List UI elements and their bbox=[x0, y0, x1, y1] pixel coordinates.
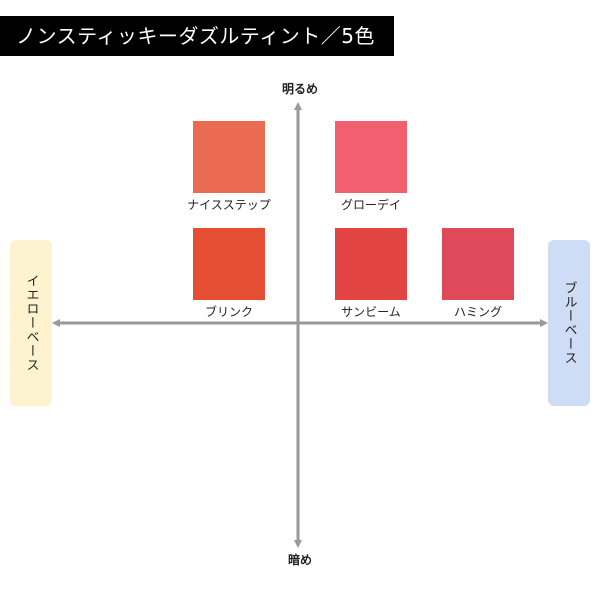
swatch-label: ハミング bbox=[453, 305, 502, 319]
swatch-label: グローデイ bbox=[340, 198, 401, 212]
swatch-label: ブリンク bbox=[204, 305, 253, 319]
swatch-glow-day bbox=[335, 121, 407, 193]
yellow-base-label: イエローベース bbox=[10, 240, 52, 406]
swatch-label: サンビーム bbox=[341, 305, 401, 319]
swatch-sunbeam bbox=[335, 228, 407, 300]
swatch-label: ナイスステップ bbox=[187, 198, 271, 212]
swatch-blink bbox=[193, 228, 265, 300]
blue-base-label: ブルーベース bbox=[548, 240, 590, 406]
swatch-humming bbox=[442, 228, 514, 300]
swatch-nice-step bbox=[193, 121, 265, 193]
page-title: ノンスティッキーダズルティント／5色 bbox=[0, 16, 394, 56]
axis-label-dark: 暗め bbox=[287, 553, 312, 567]
axis-label-bright: 明るめ bbox=[281, 82, 318, 96]
